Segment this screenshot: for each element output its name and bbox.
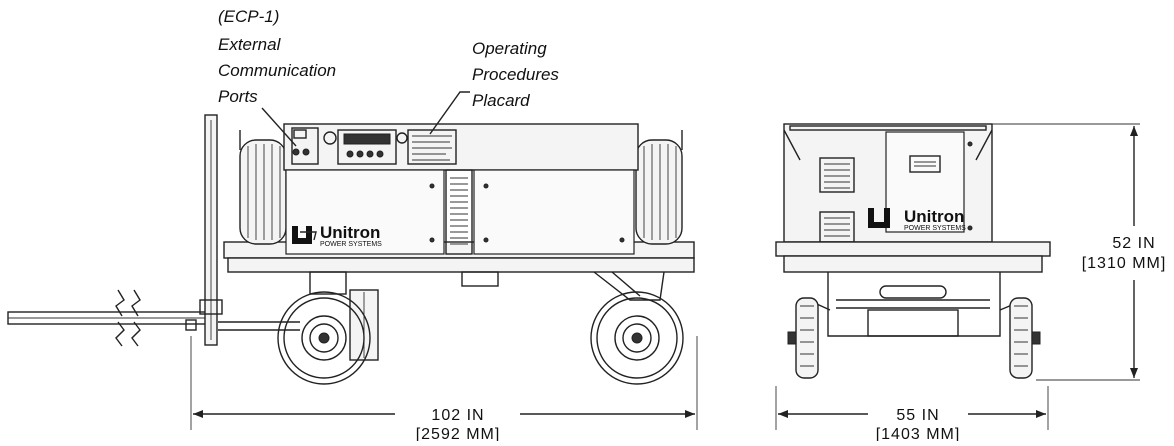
side-view: Unitron POWER SYSTEMS (ECP-1) External C…	[7, 7, 698, 443]
ecp-callout-line3: Communication	[218, 61, 336, 80]
brand-name-end: Unitron	[904, 207, 964, 226]
unitron-logo-side: Unitron POWER SYSTEMS	[292, 223, 382, 248]
height-dimension: 52 IN [1310 MM]	[992, 123, 1167, 381]
op-leader-line	[429, 91, 470, 135]
right-spare-tire	[635, 130, 683, 245]
length-dimension: 102 IN [2592 MM]	[190, 336, 698, 443]
front-wheel	[277, 291, 371, 385]
op-callout-line1: Operating	[472, 39, 547, 58]
ecp-callout-line4: Ports	[218, 87, 258, 106]
height-in-label: 52 IN	[1112, 235, 1155, 252]
left-spare-tire	[239, 130, 287, 245]
tow-bar	[7, 289, 209, 347]
ecp-callout-line1: (ECP-1)	[218, 7, 279, 26]
width-mm-label: [1403 MM]	[876, 426, 961, 441]
ecp-leader-line	[261, 107, 297, 147]
width-dimension: 55 IN [1403 MM]	[775, 386, 1049, 443]
generator-body: Unitron POWER SYSTEMS	[283, 123, 639, 255]
length-in-label: 102 IN	[431, 407, 484, 424]
end-view: Unitron POWER SYSTEMS	[775, 123, 1167, 443]
op-callout-line2: Procedures	[472, 65, 559, 84]
control-panel	[291, 127, 408, 165]
brand-tagline-end: POWER SYSTEMS	[904, 225, 966, 232]
width-in-label: 55 IN	[896, 407, 939, 424]
op-callout-line3: Placard	[472, 91, 530, 110]
length-mm-label: [2592 MM]	[416, 426, 501, 441]
rear-wheel	[590, 291, 684, 385]
ecp-callout-line2: External	[218, 35, 282, 54]
height-mm-label: [1310 MM]	[1082, 255, 1167, 272]
brand-name-side: Unitron	[320, 223, 380, 242]
end-left-wheel	[787, 297, 819, 379]
unitron-logo-end: Unitron POWER SYSTEMS	[868, 207, 966, 232]
brand-tagline-side: POWER SYSTEMS	[320, 241, 382, 248]
end-right-wheel	[1009, 297, 1041, 379]
